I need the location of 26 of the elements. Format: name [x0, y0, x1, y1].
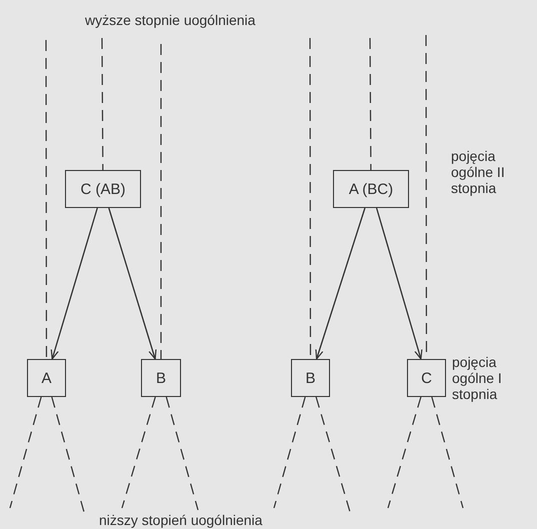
dashed-line — [273, 396, 306, 508]
dashed-line — [166, 396, 199, 510]
concept-box: B — [291, 359, 330, 397]
arrow — [376, 208, 422, 360]
dashed-line — [9, 396, 42, 508]
concept-box: A (BC) — [333, 170, 409, 208]
concept-box: B — [141, 359, 181, 397]
concept-box: C (AB) — [65, 170, 141, 208]
dashed-line — [369, 38, 372, 170]
dashed-line — [45, 40, 48, 359]
dashed-line — [387, 396, 422, 508]
concept-box: A — [27, 359, 66, 397]
dashed-line — [51, 396, 85, 512]
dashed-line — [121, 396, 156, 508]
caption-text: niższy stopień uogólnienia — [99, 512, 262, 528]
arrow — [108, 208, 157, 360]
title-text: wyższe stopnie uogólnienia — [85, 12, 256, 28]
level-label: pojęcia ogólne I stopnia — [452, 354, 503, 402]
arrow — [315, 208, 366, 360]
level-label: pojęcia ogólne II stopnia — [451, 148, 506, 196]
dashed-line — [101, 38, 104, 170]
dashed-line — [431, 396, 464, 508]
arrow — [50, 208, 98, 360]
dashed-line — [160, 44, 162, 359]
concept-box: C — [407, 359, 446, 397]
dashed-line — [316, 396, 351, 512]
